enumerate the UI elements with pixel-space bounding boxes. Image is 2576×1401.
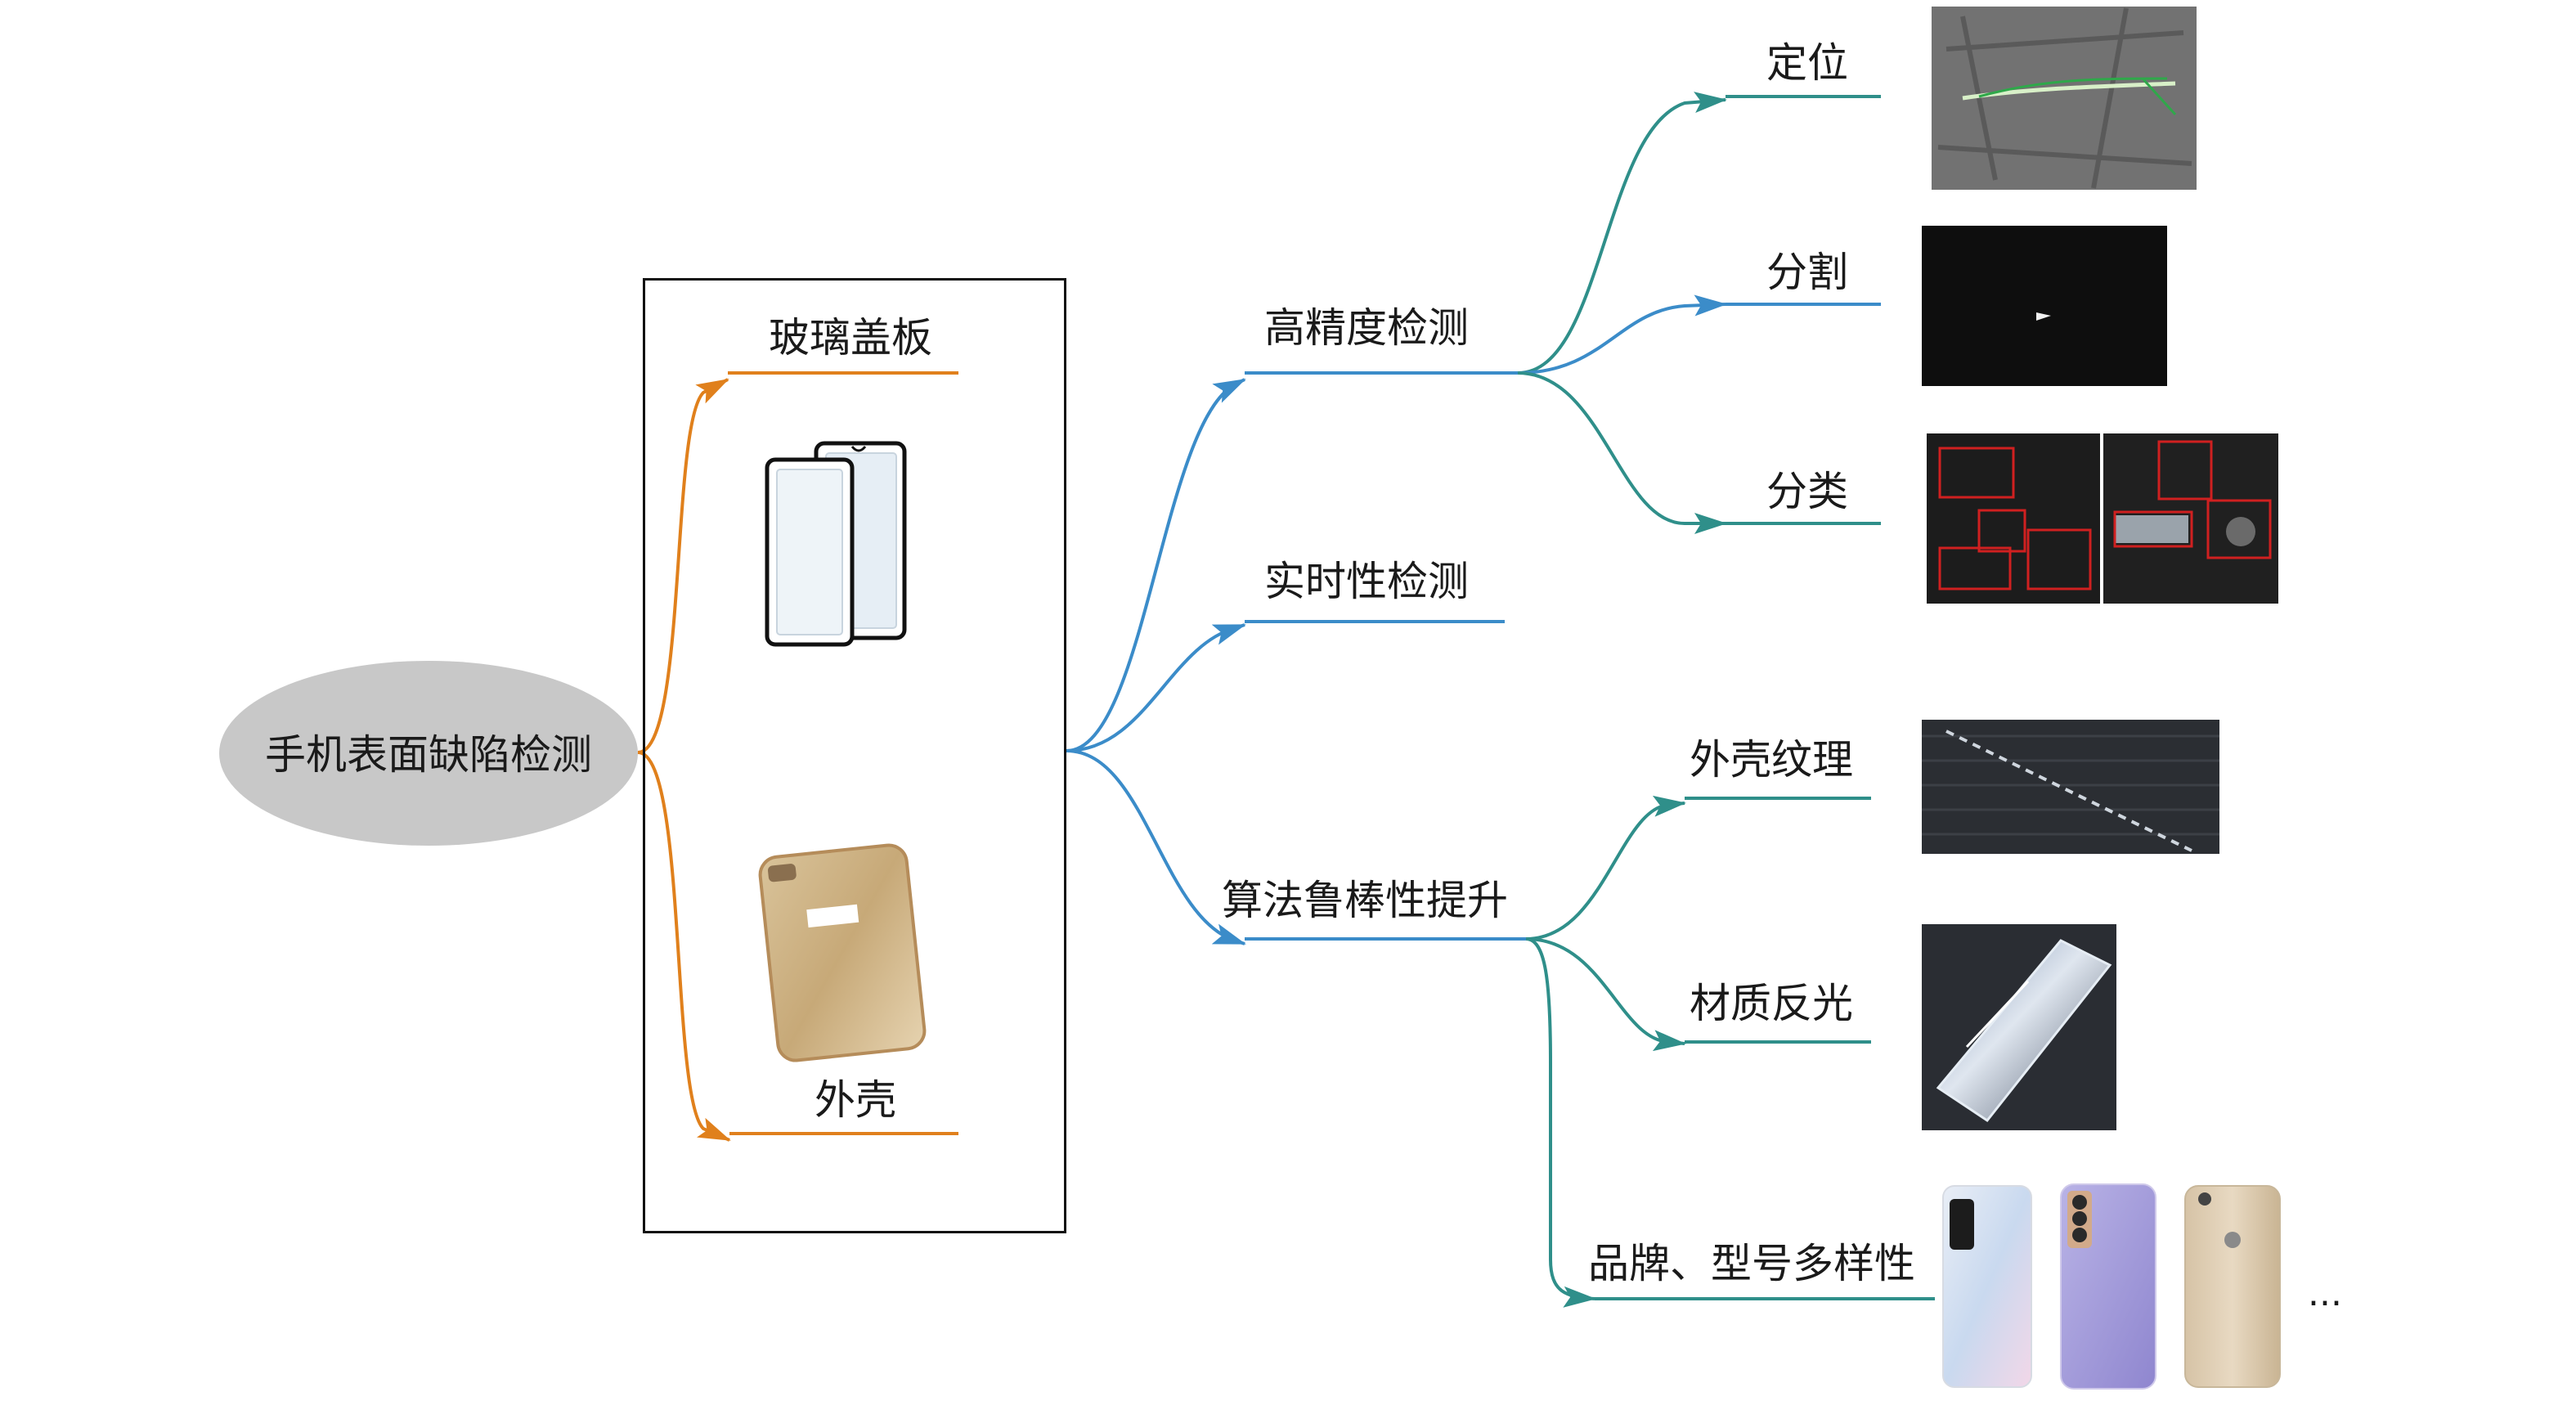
connector-to-shell	[637, 751, 731, 1142]
connector-to-classify	[1517, 371, 1727, 534]
classify-label: 分类	[1766, 468, 1848, 515]
connector-to-high-precision	[1066, 378, 1246, 752]
robustness-label: 算法鲁棒性提升	[1222, 877, 1508, 924]
locate-label: 定位	[1766, 39, 1848, 87]
box-to-challenges-connectors	[1066, 371, 1526, 945]
connector-to-texture	[1525, 795, 1686, 941]
root-node	[219, 661, 638, 846]
high-precision-children-connectors	[1517, 92, 1881, 534]
reflection-image	[1922, 924, 2116, 1130]
realtime-label: 实时性检测	[1264, 558, 1469, 605]
texture-label: 外壳纹理	[1690, 736, 1853, 784]
texture-image	[1922, 720, 2219, 854]
segment-label: 分割	[1766, 249, 1848, 296]
segment-image	[1922, 226, 2167, 386]
objects-box	[643, 278, 1066, 1233]
connector-to-glass	[637, 378, 729, 754]
connector-to-segment	[1517, 294, 1727, 375]
phone-models	[1942, 1183, 2281, 1390]
shell-illustration	[758, 843, 927, 1062]
glass-cover-illustration	[765, 441, 907, 647]
high-precision-label: 高精度检测	[1264, 304, 1469, 352]
reflection-label: 材质反光	[1690, 980, 1853, 1027]
diversity-label: 品牌、型号多样性	[1588, 1240, 1915, 1287]
connector-to-robustness	[1066, 749, 1246, 945]
more-models-ellipsis: ...	[2308, 1273, 2342, 1314]
shell-label: 外壳	[815, 1076, 896, 1124]
robustness-children-connectors	[1525, 795, 1935, 1308]
phone-model-3	[2184, 1185, 2281, 1388]
connector-to-reflection	[1525, 937, 1686, 1052]
phone-model-1	[1942, 1185, 2032, 1388]
classify-images	[1927, 433, 2278, 604]
connector-to-locate	[1517, 92, 1727, 375]
connector-to-realtime	[1066, 623, 1246, 752]
phone-model-2	[2060, 1183, 2156, 1390]
glass-cover-label: 玻璃盖板	[769, 314, 932, 361]
connector-to-diversity	[1525, 937, 1596, 1308]
root-label: 手机表面缺陷检测	[265, 731, 592, 779]
root-to-objects-connectors	[637, 371, 958, 1142]
locate-image	[1932, 7, 2197, 190]
